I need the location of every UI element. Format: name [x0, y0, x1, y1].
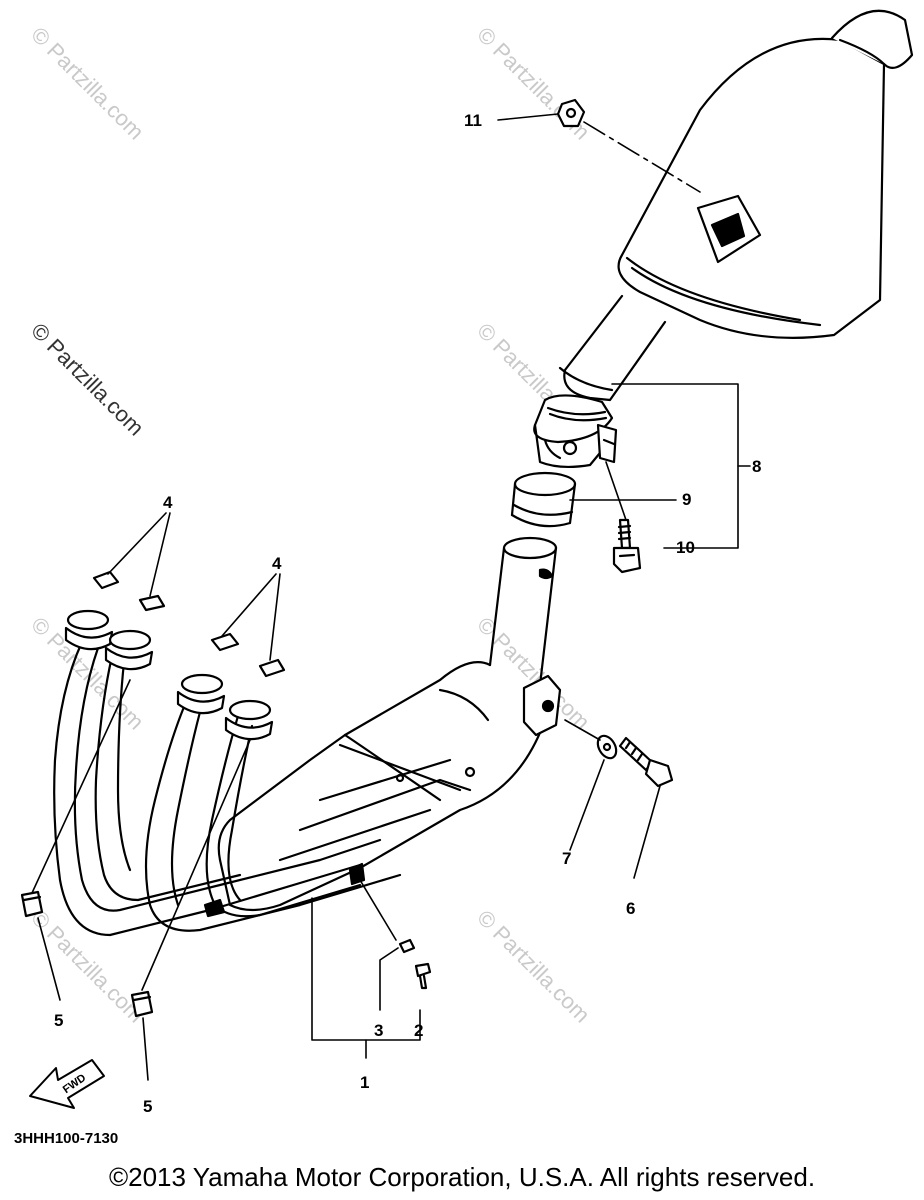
diagram-code: 3HHH100-7130 — [14, 1130, 119, 1147]
small-fasteners — [398, 938, 432, 990]
muffler-nut — [556, 98, 586, 128]
bracket-hardware — [596, 734, 674, 788]
callout-1: 1 — [360, 1073, 370, 1092]
clamp-bolt — [612, 518, 642, 574]
callout-8: 8 — [752, 457, 762, 476]
callout-4: 4 — [163, 493, 173, 512]
callout-6: 6 — [626, 899, 636, 918]
copyright-notice: ©2013 Yamaha Motor Corporation, U.S.A. A… — [108, 1162, 816, 1192]
gasket — [510, 471, 577, 528]
callout-3: 3 — [374, 1021, 384, 1040]
callout-11: 11 — [464, 111, 482, 130]
callout-7: 7 — [562, 849, 572, 868]
port-gaskets — [92, 570, 286, 678]
header-nuts — [20, 890, 154, 1018]
leader-lines — [31, 113, 751, 1081]
callout-4: 4 — [272, 554, 282, 573]
callout-9: 9 — [682, 490, 692, 509]
callout-2: 2 — [414, 1021, 424, 1040]
callout-10: 10 — [676, 538, 695, 557]
muffler — [558, 9, 914, 402]
callout-5: 5 — [54, 1011, 64, 1030]
clamp — [533, 394, 618, 469]
callout-5: 5 — [143, 1097, 153, 1116]
fwd-arrow-icon — [29, 1059, 105, 1109]
exhaust-pipe-assembly — [53, 536, 562, 937]
